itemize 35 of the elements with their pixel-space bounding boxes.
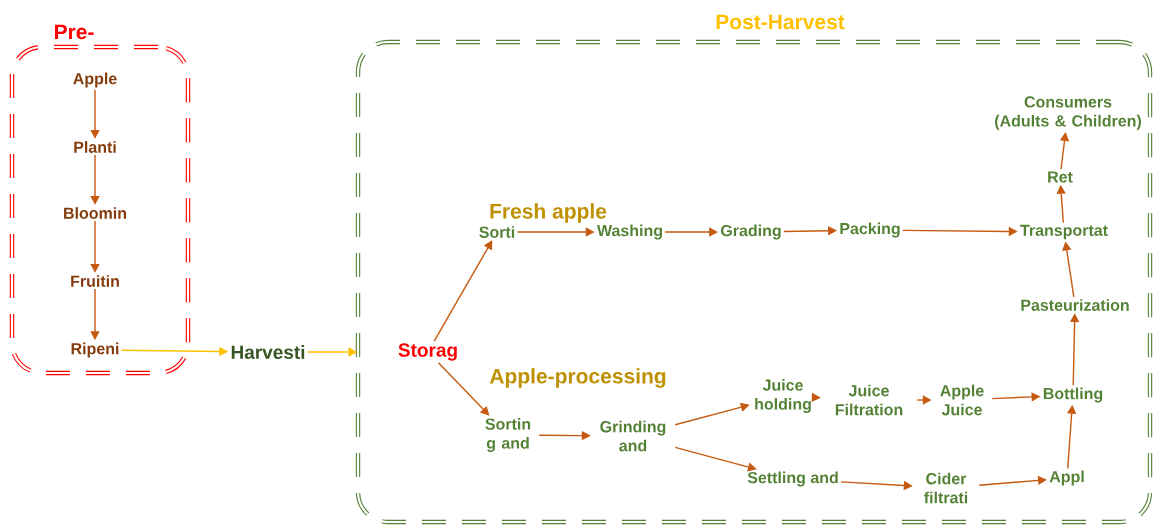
arrow <box>90 154 100 205</box>
arrow <box>978 475 1047 486</box>
step-label: Appl <box>1049 470 1084 486</box>
step-label: Grinding and <box>600 420 666 452</box>
step-label: Transportat <box>1020 224 1108 240</box>
step-label: Cider filtrati <box>924 472 968 504</box>
step-label: Juice Filtration <box>835 384 903 416</box>
step-label: Grading <box>721 224 781 240</box>
arrow <box>674 446 757 472</box>
step-label: Bloomin <box>64 207 126 219</box>
arrow <box>437 362 490 416</box>
step-label: Ripeni <box>71 342 119 358</box>
step-label: Washing <box>597 224 662 240</box>
arrow <box>90 220 100 273</box>
step-label: Consumers (Adults & Children) <box>995 96 1141 130</box>
section-heading: Apple-processing <box>489 368 666 388</box>
step-label: Harvesti <box>231 345 305 359</box>
step-label: Sortin g and <box>485 418 531 452</box>
step-label: Juice holding <box>755 379 811 413</box>
step-label: Apple Juice <box>940 384 984 416</box>
step-label: Planti <box>74 141 116 153</box>
step-label: Ret <box>1048 171 1073 183</box>
step-label: Sorti <box>479 226 515 238</box>
arrow <box>433 240 493 342</box>
section-heading: Fresh apple <box>490 203 607 223</box>
step-label: Storag <box>398 343 457 361</box>
step-label: Settling and <box>747 471 838 487</box>
node-label: Post-Harvest <box>716 14 845 30</box>
step-label: Fruitin <box>71 275 119 287</box>
step-label: Pasteurization <box>1021 299 1129 311</box>
step-label: Bottling <box>1043 387 1103 403</box>
step-label: Packing <box>840 222 900 238</box>
step-label: Apple <box>73 72 117 88</box>
arrow <box>90 88 100 139</box>
node-label: Pre- <box>54 24 94 40</box>
